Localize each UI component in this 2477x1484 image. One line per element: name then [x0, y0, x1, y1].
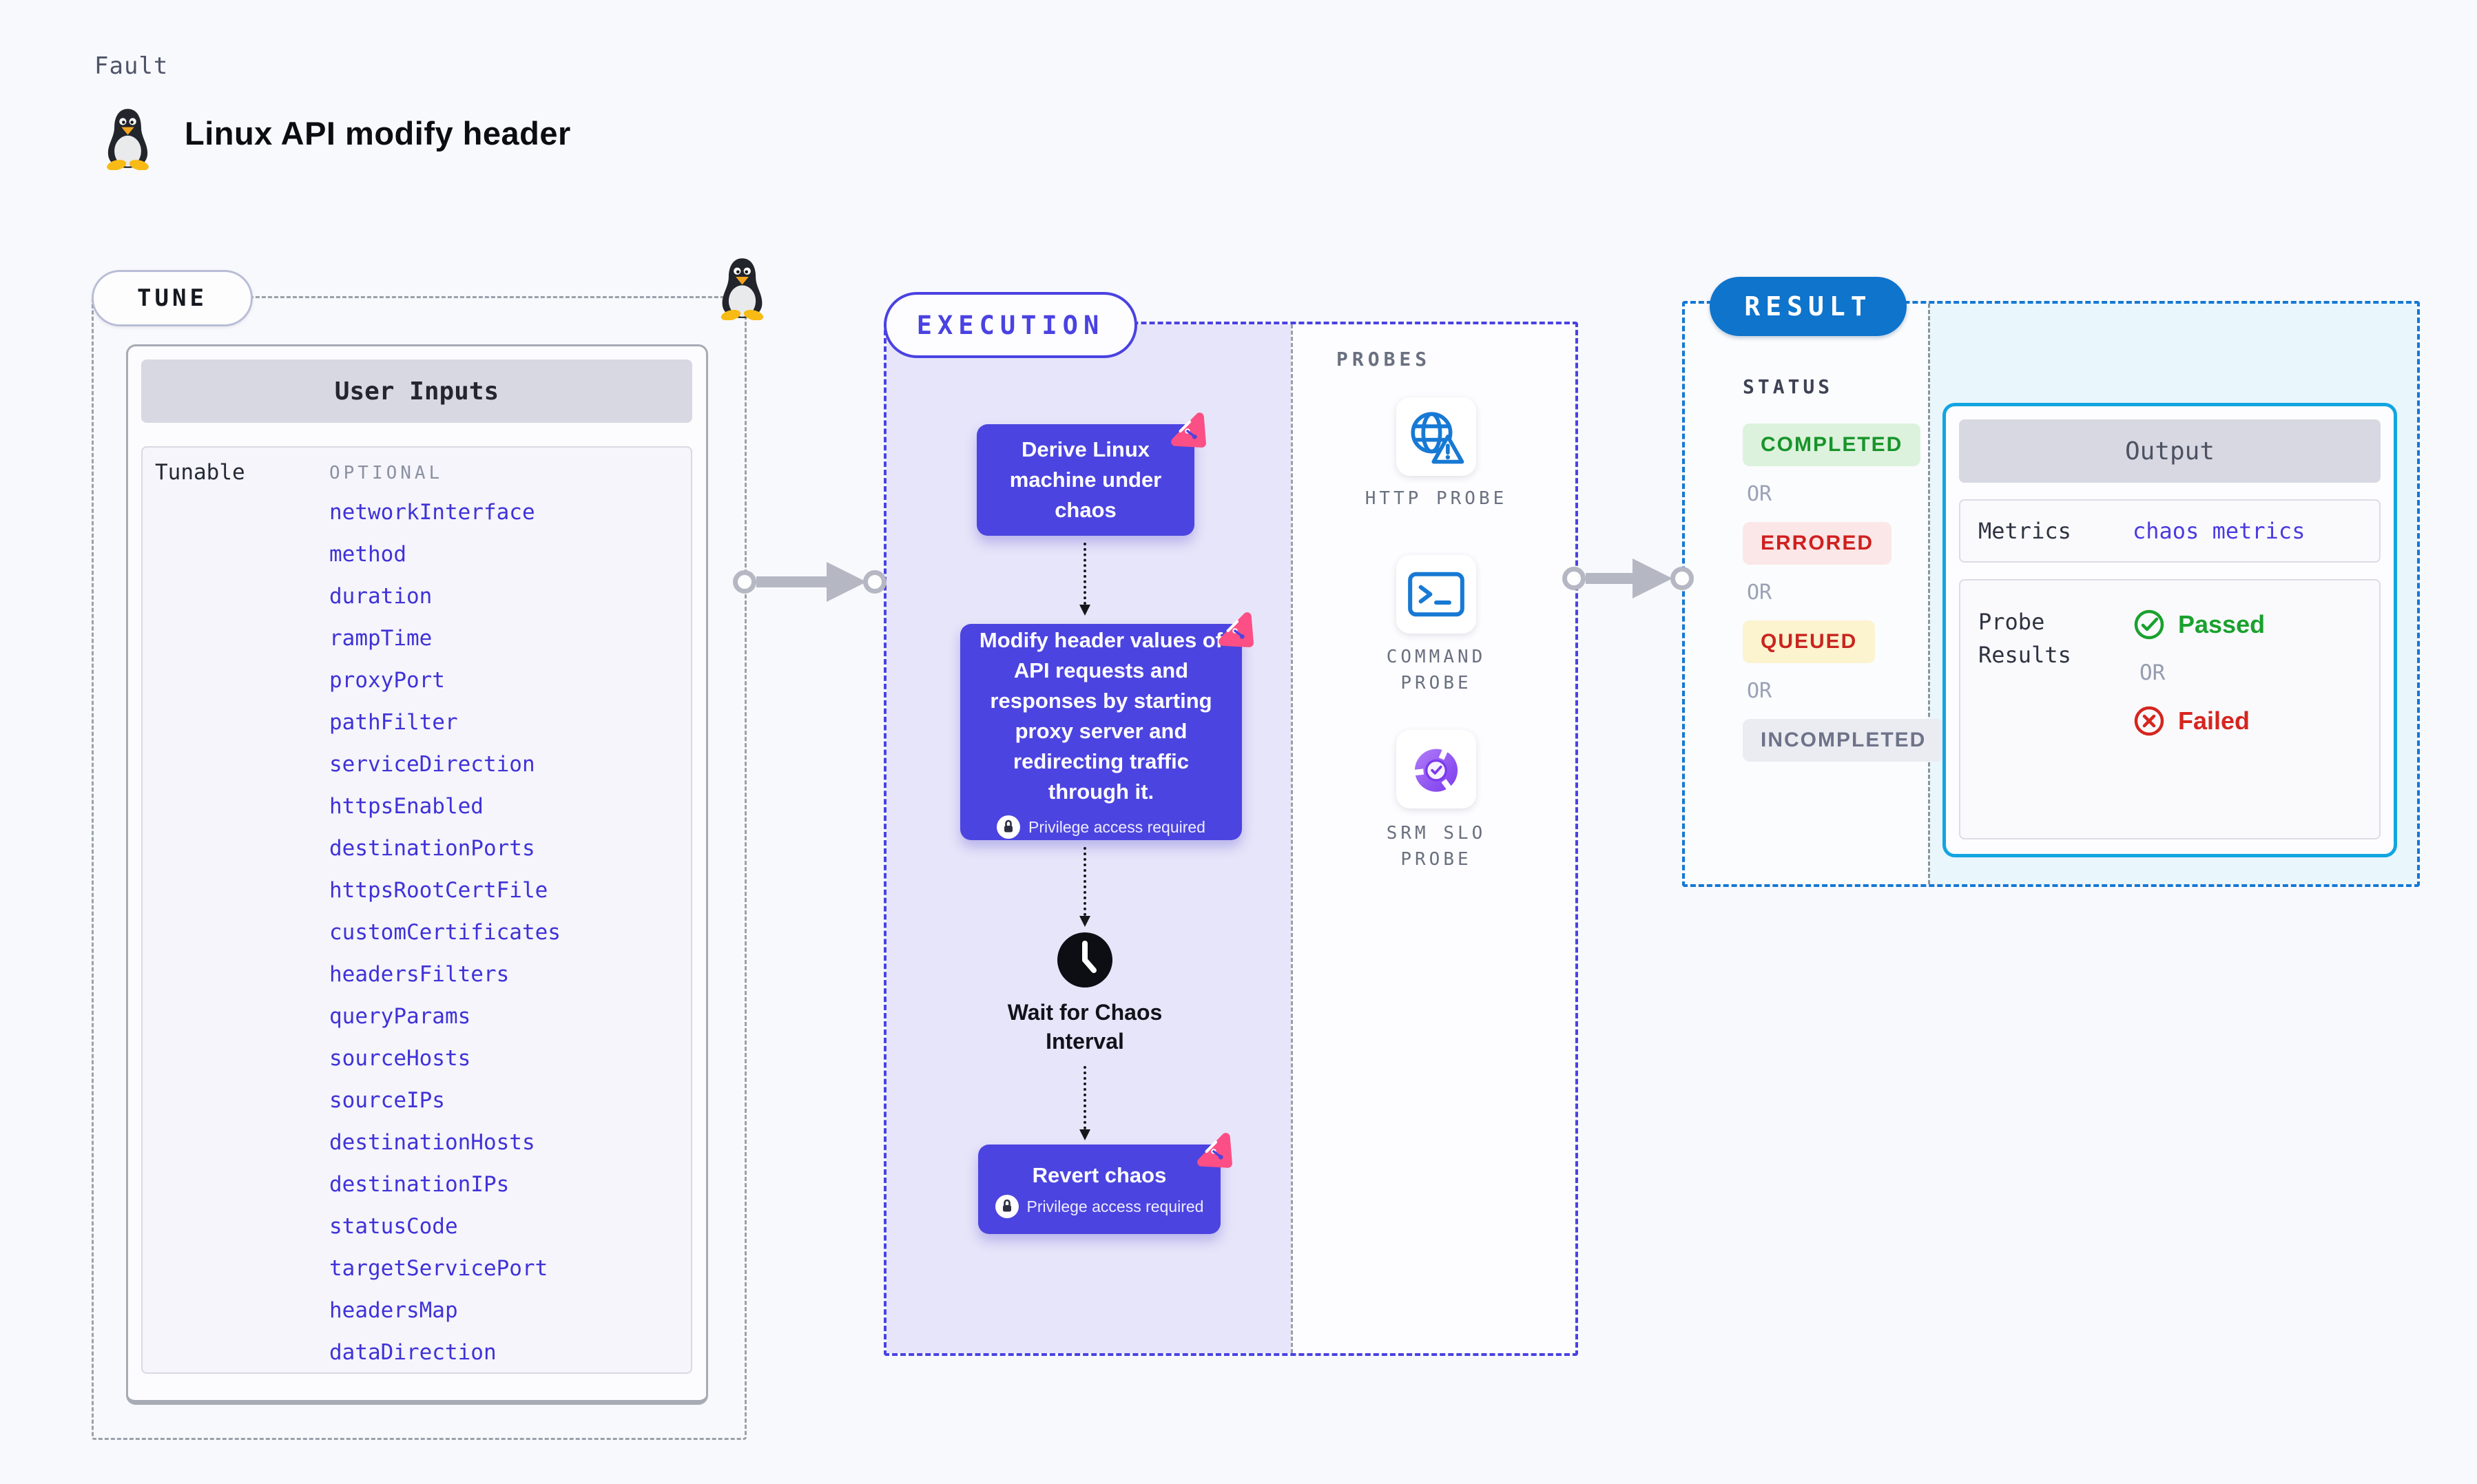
- clock-icon: [1057, 932, 1112, 987]
- failed-label: Failed: [2178, 707, 2250, 735]
- user-inputs-table: [141, 446, 692, 1374]
- metrics-row: Metrics chaos metrics: [1959, 499, 2381, 563]
- srm-slo-probe-card: [1396, 730, 1476, 808]
- or-separator: OR: [1747, 482, 1772, 506]
- check-circle-icon: [2134, 609, 2164, 640]
- tunable-item: duration: [329, 584, 433, 609]
- tunable-item: headersMap: [329, 1298, 458, 1323]
- http-probe-card: [1396, 397, 1476, 476]
- fault-kicker: Fault: [94, 52, 169, 80]
- tunable-item: sourceHosts: [329, 1046, 471, 1071]
- execution-to-result-arrow: [1586, 573, 1634, 584]
- status-badge-queued: QUEUED: [1743, 620, 1876, 663]
- http-probe-label: HTTP PROBE: [1365, 488, 1508, 509]
- x-circle-icon: [2134, 706, 2164, 736]
- chaos-fault-icon: [1216, 610, 1256, 650]
- connector-ring-icon: [1670, 567, 1694, 590]
- command-probe-label: COMMAND PROBE: [1386, 647, 1486, 693]
- tune-to-execution-arrow: [756, 576, 828, 587]
- user-inputs-title: User Inputs: [141, 359, 692, 423]
- tune-pill: TUNE: [92, 270, 253, 326]
- tunable-item: sourceIPs: [329, 1088, 445, 1113]
- tune-region: [92, 296, 747, 1440]
- failed-verdict: Failed: [2133, 704, 2265, 738]
- tunable-item: rampTime: [329, 626, 433, 651]
- or-separator: OR: [1747, 679, 1772, 703]
- flow-arrow-down-icon: [1079, 1066, 1090, 1140]
- metrics-value: chaos metrics: [2133, 518, 2305, 544]
- tunable-item: proxyPort: [329, 668, 445, 693]
- or-separator: OR: [1747, 581, 1772, 605]
- tunable-item: serviceDirection: [329, 752, 535, 777]
- privilege-note-label: Privilege access required: [1028, 817, 1205, 836]
- tunable-item: statusCode: [329, 1214, 458, 1239]
- derive-machine-step: Derive Linux machine under chaos: [977, 424, 1194, 536]
- tunable-item: targetServicePort: [329, 1256, 548, 1281]
- probe-results-row: Probe Results Passed OR Failed: [1959, 579, 2381, 839]
- tunable-item: customCertificates: [329, 920, 561, 945]
- tunable-item: networkInterface: [329, 500, 535, 525]
- probes-area: [1291, 324, 1575, 1353]
- tunable-item: httpsEnabled: [329, 794, 484, 819]
- result-pill: RESULT: [1710, 277, 1907, 336]
- metrics-label: Metrics: [1978, 518, 2071, 544]
- page-title: Linux API modify header: [185, 115, 571, 151]
- tunable-item: queryParams: [329, 1004, 471, 1029]
- linux-tux-icon: [105, 109, 150, 170]
- chaos-fault-icon: [1168, 410, 1208, 450]
- inject-chaos-step: Modify header values of API requests and…: [960, 624, 1242, 840]
- passed-label: Passed: [2178, 610, 2266, 638]
- tunable-item: destinationPorts: [329, 836, 535, 861]
- tunables-list: networkInterface method duration rampTime pr…: [329, 501, 561, 1363]
- inject-chaos-label: Modify header values of API requests and…: [979, 627, 1223, 804]
- privilege-note: Privilege access required: [995, 1195, 1204, 1218]
- arrow-head-icon: [827, 562, 867, 602]
- chaos-fault-icon: [1194, 1131, 1234, 1171]
- linux-tux-icon: [720, 258, 765, 320]
- probe-verdicts: Passed OR Failed: [2133, 608, 2265, 838]
- connector-ring-icon: [1562, 567, 1586, 590]
- tunable-item: destinationHosts: [329, 1130, 535, 1155]
- revert-chaos-step: Revert chaos Privilege access required: [978, 1145, 1221, 1234]
- connector-ring-icon: [863, 570, 887, 594]
- status-area: [1685, 304, 1928, 884]
- tunable-item: pathFilter: [329, 710, 458, 735]
- terminal-icon: [1408, 572, 1464, 617]
- probes-label: PROBES: [1336, 348, 1431, 370]
- tunable-item: httpsRootCertFile: [329, 878, 548, 903]
- derive-machine-label: Derive Linux machine under chaos: [1009, 437, 1162, 522]
- probe-results-label: Probe Results: [1978, 609, 2071, 668]
- status-badge-incompleted: INCOMPLETED: [1743, 719, 1945, 762]
- output-title: Output: [1959, 419, 2381, 483]
- status-badge-completed: COMPLETED: [1743, 424, 1921, 466]
- privilege-note: Privilege access required: [997, 815, 1205, 839]
- revert-chaos-label: Revert chaos: [1032, 1162, 1167, 1187]
- slo-donut-icon: [1408, 744, 1458, 795]
- tunable-row-label: Tunable: [155, 460, 245, 485]
- optional-column-label: OPTIONAL: [329, 463, 444, 483]
- command-probe-card: [1396, 555, 1476, 634]
- globe-alert-icon: [1411, 412, 1464, 464]
- tunable-item: dataDirection: [329, 1340, 497, 1365]
- passed-verdict: Passed: [2133, 608, 2265, 641]
- flow-arrow-down-icon: [1079, 543, 1090, 616]
- srm-slo-probe-label: SRM SLO PROBE: [1386, 823, 1486, 870]
- tunable-item: method: [329, 542, 406, 567]
- lock-icon: [995, 1195, 1019, 1218]
- tunable-item: headersFilters: [329, 962, 510, 987]
- privilege-note-label: Privilege access required: [1026, 1197, 1204, 1215]
- flow-arrow-down-icon: [1079, 847, 1090, 927]
- status-badge-errored: ERRORED: [1743, 522, 1892, 565]
- connector-ring-icon: [733, 570, 756, 594]
- lock-icon: [997, 815, 1021, 839]
- or-separator: OR: [2139, 660, 2166, 685]
- arrow-head-icon: [1633, 558, 1672, 598]
- status-column: STATUS COMPLETED OR ERRORED OR QUEUED OR…: [1743, 375, 1949, 762]
- wait-interval-label: Wait for Chaos Interval: [1007, 1000, 1163, 1054]
- execution-pill: EXECUTION: [884, 292, 1137, 358]
- tunable-item: destinationIPs: [329, 1172, 510, 1197]
- status-label: STATUS: [1743, 375, 1834, 398]
